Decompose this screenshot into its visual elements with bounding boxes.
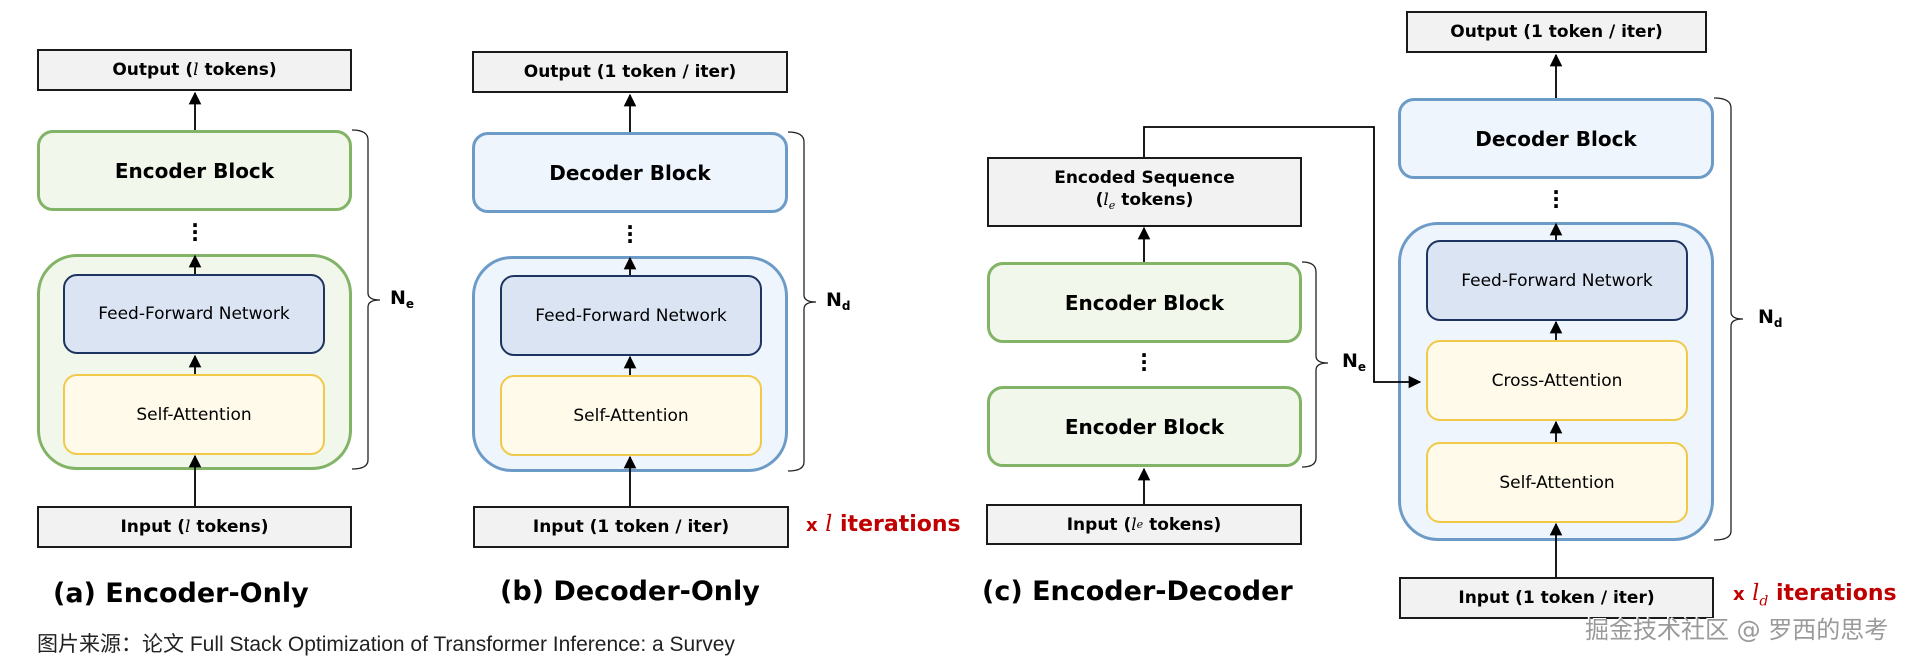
- times-sign: x: [1733, 584, 1745, 605]
- repeat-subscript: d: [841, 299, 851, 313]
- encoder-only-output-box: Output (l tokens): [37, 49, 352, 91]
- decoder-only-input-box: Input (1 token / iter): [473, 506, 789, 548]
- encoder-decoder-encoder-repeat-count: Ne: [1342, 350, 1366, 374]
- encoder-decoder-decoder-block: Decoder Block: [1398, 98, 1714, 179]
- encoder-only-encoder-block: Encoder Block: [37, 130, 352, 211]
- self-attention-label: Self-Attention: [1499, 472, 1615, 493]
- cross-attention-label: Cross-Attention: [1491, 370, 1623, 391]
- output-label-prefix: Output (: [112, 60, 194, 80]
- bracket-encoder-only: [351, 129, 381, 470]
- iteration-variable: l: [1752, 581, 1760, 606]
- decoder-block-title: Decoder Block: [1475, 126, 1637, 151]
- repeat-subscript: e: [405, 297, 415, 311]
- ffn-label: Feed-Forward Network: [535, 305, 727, 326]
- source-caption: 图片来源：论文 Full Stack Optimization of Trans…: [37, 633, 735, 656]
- encoded-sequence-box: Encoded Sequence (le tokens): [987, 157, 1302, 227]
- bracket-encoder-decoder-encoder: [1301, 261, 1329, 468]
- input-label: Input (1 token / iter): [532, 517, 730, 537]
- iteration-variable: l: [825, 512, 833, 537]
- encoder-repeat-count: Ne: [390, 287, 414, 311]
- ellipsis-icon: ···: [626, 215, 634, 253]
- decoder-only-self-attention: Self-Attention: [500, 375, 762, 456]
- ellipsis-icon: ···: [1552, 180, 1560, 218]
- encoder-decoder-output-box: Output (1 token / iter): [1406, 11, 1707, 53]
- watermark: 掘金技术社区 @ 罗西的思考: [1585, 616, 1889, 644]
- self-attention-label: Self-Attention: [136, 404, 252, 425]
- decoder-block-title: Decoder Block: [549, 160, 711, 185]
- tokens-suffix: tokens): [1115, 190, 1194, 210]
- encoder-decoder-input-box: Input (1 token / iter): [1399, 577, 1714, 619]
- encoder-block-title: Encoder Block: [1064, 290, 1225, 315]
- caption-encoder-only: (a) Encoder-Only: [53, 578, 309, 609]
- bracket-encoder-decoder-decoder: [1713, 97, 1744, 541]
- encoder-block-title: Encoder Block: [114, 158, 275, 183]
- iteration-subscript: d: [1759, 593, 1769, 610]
- bracket-decoder-only: [787, 131, 817, 472]
- iterations-word: iterations: [840, 512, 961, 537]
- cross-attention-block: Cross-Attention: [1426, 340, 1688, 421]
- repeat-subscript: e: [1357, 360, 1367, 374]
- repeat-label: N: [390, 287, 406, 309]
- output-label: Output (1 token / iter): [523, 62, 737, 82]
- repeat-label: N: [1342, 350, 1358, 372]
- ellipsis-icon: ···: [1140, 343, 1148, 381]
- decoder-only-ffn: Feed-Forward Network: [500, 275, 762, 356]
- caption-encoder-decoder: (c) Encoder-Decoder: [982, 576, 1293, 607]
- iterations-word: iterations: [1775, 581, 1897, 606]
- encoder-decoder-iterations-label: x ld iterations: [1733, 581, 1897, 609]
- token-count-variable: l: [184, 517, 191, 537]
- encoder-only-ffn: Feed-Forward Network: [63, 274, 325, 354]
- caption-decoder-only: (b) Decoder-Only: [500, 576, 760, 607]
- encoder-block-title: Encoder Block: [1064, 414, 1225, 439]
- self-attention-label: Self-Attention: [573, 405, 689, 426]
- encoded-sequence-title: Encoded Sequence: [1054, 168, 1235, 188]
- ellipsis-icon: ···: [191, 213, 199, 251]
- output-label-suffix: tokens): [198, 60, 277, 80]
- input-label-suffix: tokens): [1143, 514, 1222, 535]
- repeat-subscript: d: [1773, 316, 1783, 330]
- token-count-subscript: e: [1108, 199, 1116, 212]
- input-label-prefix: Input (: [120, 517, 185, 537]
- decoder-only-output-box: Output (1 token / iter): [472, 51, 788, 93]
- input-label-suffix: tokens): [190, 517, 269, 537]
- times-sign: x: [806, 515, 818, 536]
- encoder-only-self-attention: Self-Attention: [63, 374, 325, 455]
- decoder-only-decoder-block: Decoder Block: [472, 132, 788, 213]
- token-count-variable: l: [1131, 514, 1137, 535]
- decoder-repeat-count: Nd: [826, 289, 851, 313]
- input-label-prefix: Input (: [1066, 514, 1132, 535]
- encoder-decoder-encoder-block-bottom: Encoder Block: [987, 386, 1302, 467]
- arrow-encoded-to-cross-attention: [1143, 126, 1422, 389]
- repeat-label: N: [1758, 306, 1774, 328]
- output-label: Output (1 token / iter): [1450, 22, 1663, 42]
- input-label: Input (1 token / iter): [1458, 588, 1655, 608]
- decoder-only-iterations-label: x l iterations: [806, 512, 961, 537]
- paren-open: (: [1095, 190, 1104, 210]
- ffn-label: Feed-Forward Network: [1461, 270, 1653, 291]
- encoded-sequence-count: (le tokens): [1096, 189, 1194, 217]
- encoder-only-input-box: Input (l tokens): [37, 506, 352, 548]
- token-count-subscript: e: [1136, 518, 1144, 531]
- token-count-variable: l: [193, 60, 199, 80]
- encoder-decoder-ffn: Feed-Forward Network: [1426, 240, 1688, 321]
- repeat-label: N: [826, 289, 842, 311]
- encoder-decoder-decoder-repeat-count: Nd: [1758, 306, 1783, 330]
- ffn-label: Feed-Forward Network: [98, 304, 290, 324]
- encoder-decoder-self-attention: Self-Attention: [1426, 442, 1688, 523]
- token-count-variable: l: [1103, 190, 1109, 210]
- encoder-decoder-encoder-block-top: Encoder Block: [987, 262, 1302, 343]
